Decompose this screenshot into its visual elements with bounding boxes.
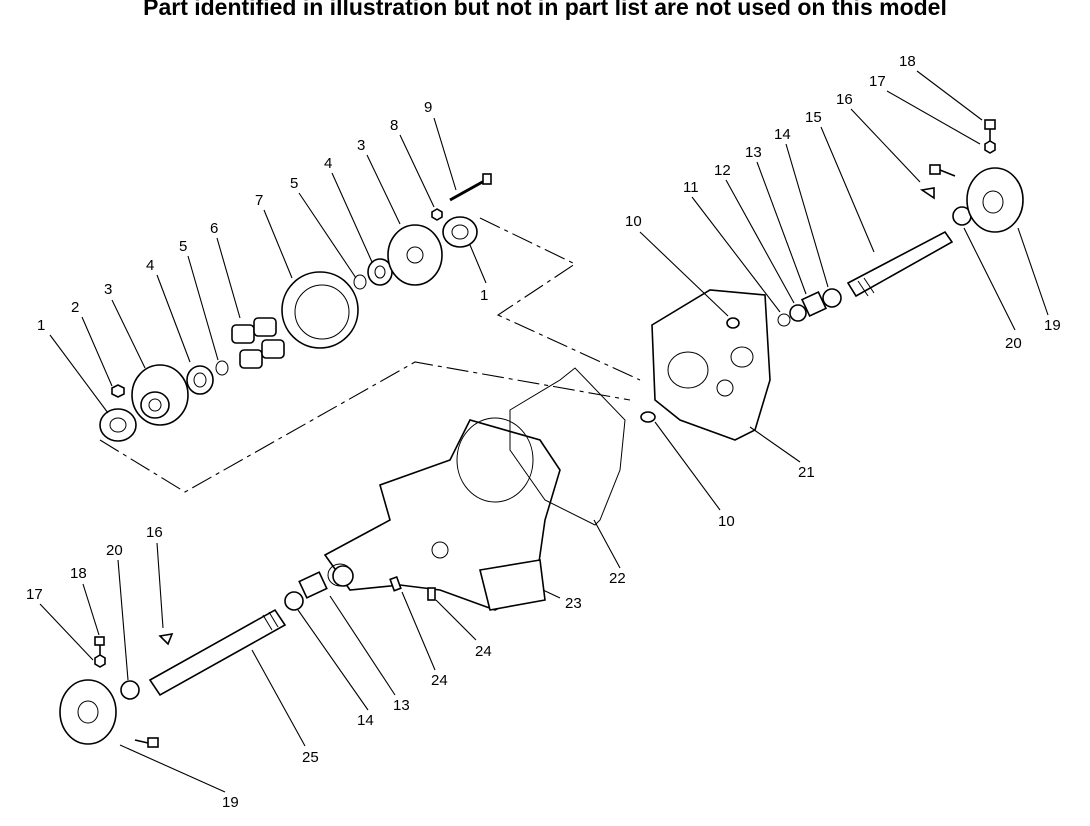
callout-label: 21 (798, 464, 815, 481)
leader-lines (39, 70, 1049, 793)
callout-label: 25 (302, 749, 319, 766)
bolt-part (929, 164, 956, 177)
callout-label: 3 (104, 281, 112, 298)
callout-label: 19 (222, 794, 239, 811)
callout-label: 13 (745, 144, 762, 161)
bearing-part (442, 216, 478, 248)
callout-label: 22 (609, 570, 626, 587)
carrier-plate-part (131, 364, 189, 426)
callout-label: 24 (475, 643, 492, 660)
cover-housing-part (651, 289, 771, 441)
callout-label: 24 (431, 672, 448, 689)
callout-label: 11 (683, 179, 699, 196)
callout-label: 8 (390, 117, 398, 134)
callout-labels: 1 2 3 4 5 6 7 5 4 3 8 9 1 10 11 12 13 14… (26, 53, 1061, 811)
callout-label: 17 (26, 586, 43, 603)
callout-label: 10 (625, 213, 642, 230)
callout-label: 1 (37, 317, 45, 334)
centerline-guides (99, 217, 641, 493)
callout-label: 2 (71, 299, 79, 316)
callout-label: 5 (179, 238, 187, 255)
bolt-part (134, 737, 159, 748)
snap-ring-part (215, 360, 229, 376)
callout-label: 9 (424, 99, 432, 116)
callout-label: 19 (1044, 317, 1061, 334)
bearing-part (99, 408, 137, 442)
seal-part (789, 304, 807, 322)
dowel-pin-part (726, 317, 740, 329)
callout-label: 14 (357, 712, 374, 729)
nut-part (94, 654, 106, 668)
callout-label: 20 (1005, 335, 1022, 352)
stud-part (389, 575, 402, 592)
callout-label: 7 (255, 192, 263, 209)
callout-label: 12 (714, 162, 731, 179)
key-part (158, 632, 174, 646)
gasket-part (509, 367, 626, 526)
callout-label: 1 (480, 287, 488, 304)
callout-label: 6 (210, 220, 218, 237)
nut-part (431, 208, 443, 221)
hub-flange-part (59, 679, 117, 745)
callout-label: 18 (70, 565, 87, 582)
callout-label: 16 (836, 91, 853, 108)
carrier-plate-part (387, 224, 443, 286)
main-housing-part (323, 417, 561, 611)
dowel-pin-part (640, 411, 656, 423)
callout-label: 3 (357, 137, 365, 154)
washer-part (777, 313, 791, 327)
hub-flange-part (966, 167, 1024, 233)
callout-label: 4 (146, 257, 154, 274)
planet-gears-part (231, 317, 285, 369)
sun-gear-part (186, 365, 214, 395)
seal-ring-part (120, 680, 140, 700)
callout-label: 20 (106, 542, 123, 559)
callout-label: 17 (869, 73, 886, 90)
callout-label: 18 (899, 53, 916, 70)
left-axle-group (59, 565, 354, 748)
callout-label: 5 (290, 175, 298, 192)
axle-shaft-part (846, 230, 954, 298)
callout-label: 16 (146, 524, 163, 541)
model-note-header: Part identified in illustration but not … (143, 0, 947, 20)
long-bolt-part (449, 173, 492, 202)
axle-shaft-part (148, 608, 287, 697)
callout-label: 23 (565, 595, 582, 612)
seal-part (284, 591, 304, 611)
bushing-part (298, 571, 328, 599)
stud-part (427, 587, 436, 601)
key-part (919, 187, 935, 200)
callout-label: 13 (393, 697, 410, 714)
snap-ring-part (353, 274, 367, 290)
callout-label: 14 (774, 126, 791, 143)
callout-label: 15 (805, 109, 822, 126)
nut-part (111, 384, 125, 398)
bearing-part (332, 565, 354, 587)
bushing-part (800, 290, 828, 318)
bolt-part (94, 636, 105, 656)
ring-gear-part (281, 271, 359, 349)
callout-label: 10 (718, 513, 735, 530)
planetary-gear-group (99, 173, 492, 442)
right-axle-group (777, 119, 1024, 327)
nut-part (984, 140, 996, 154)
callout-label: 4 (324, 155, 332, 172)
bearing-part (822, 288, 842, 308)
